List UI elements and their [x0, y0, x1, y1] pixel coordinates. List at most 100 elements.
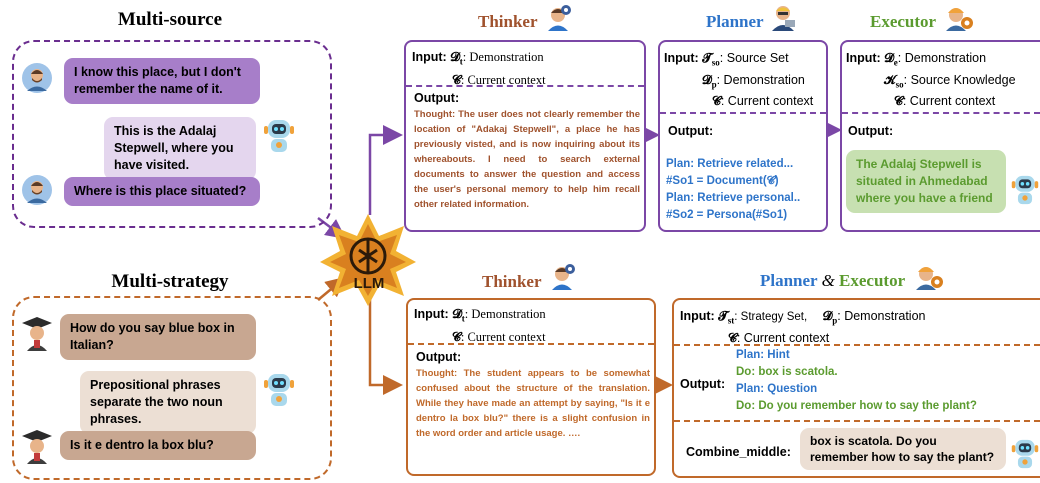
- bottom-thinker-box: [406, 298, 656, 476]
- bottom-pe-input: Input: 𝓣st: Strategy Set, 𝓓p: Demonstrat…: [680, 308, 1036, 347]
- user-avatar-icon: [22, 175, 52, 205]
- pe-plan-1: Plan: Hint: [736, 349, 790, 361]
- plan-line-4: #So2 = Persona(#So1): [666, 209, 788, 221]
- executor-label: Executor: [870, 12, 937, 31]
- symbol-sub: so: [711, 57, 720, 68]
- input-label: Input:: [664, 51, 699, 65]
- top-thinker-input: Input: 𝓓t: Demonstration 𝓒: Current cont…: [412, 48, 642, 89]
- output-label: Output:: [848, 124, 894, 138]
- pe-do-1: Do: box is scatola.: [736, 366, 838, 378]
- user-message-2: Where is this place situated?: [64, 177, 260, 206]
- divider: [408, 343, 654, 345]
- input-desc: : Demonstration: [716, 72, 805, 87]
- symbol: 𝓓: [884, 51, 894, 65]
- input-label: Input:: [680, 309, 715, 323]
- output-label: Output:: [680, 377, 726, 391]
- executor-label: Executor: [839, 271, 906, 290]
- symbol: 𝓣: [718, 309, 728, 323]
- student-avatar-icon: [22, 317, 52, 351]
- multi-strategy-panel: [12, 296, 332, 480]
- symbol: 𝓒: [894, 94, 903, 108]
- top-planner-header: Planner: [706, 12, 764, 32]
- arrow-llm-to-top-thinker: [368, 125, 403, 215]
- input-desc: : Demonstration: [462, 50, 544, 64]
- divider: [674, 344, 1040, 346]
- thinker-label: Thinker: [482, 272, 542, 291]
- user-message-1: I know this place, but I don't remember …: [64, 58, 260, 104]
- top-planner-input: Input: 𝓣so: Source Set 𝓓p: Demonstration…: [664, 50, 826, 110]
- top-thinker-thought: Thought: The user does not clearly remem…: [414, 109, 640, 210]
- thinker-label: Thinker: [478, 12, 538, 31]
- planner-label: Planner: [760, 271, 818, 290]
- student-message-1: How do you say blue box in Italian?: [60, 314, 256, 360]
- llm-label: LLM: [353, 275, 385, 292]
- symbol: 𝓒: [728, 330, 737, 345]
- divider: [660, 112, 826, 114]
- divider: [674, 420, 1040, 422]
- input-desc: : Demonstration: [464, 307, 546, 321]
- symbol-sub: e: [893, 57, 898, 68]
- input-desc: : Current context: [460, 329, 546, 344]
- symbol: 𝓚: [884, 72, 896, 87]
- symbol-sub: st: [727, 315, 735, 326]
- executor-icon: [944, 3, 974, 31]
- symbol-sub: p: [711, 79, 717, 89]
- input-label: Input:: [846, 51, 881, 65]
- input-desc: : Demonstration: [897, 51, 987, 65]
- top-planner-box: [658, 40, 828, 232]
- student-message-2: Is it e dentro la box blu?: [60, 431, 256, 460]
- symbol: 𝓒: [452, 72, 461, 87]
- planner-icon: [770, 3, 796, 31]
- input-desc: : Demonstration: [837, 309, 926, 323]
- combine-message: box is scatola. Do you remember how to s…: [800, 428, 1006, 470]
- bottom-thinker-input: Input: 𝓓t: Demonstration 𝓒: Current cont…: [414, 305, 650, 346]
- divider: [406, 85, 644, 87]
- divider: [842, 112, 1040, 114]
- multi-source-panel: [12, 40, 332, 228]
- input-desc: : Current context: [902, 94, 996, 108]
- output-label: Output:: [414, 91, 460, 105]
- symbol: 𝓒: [452, 329, 461, 344]
- symbol: 𝓓: [450, 50, 460, 64]
- user-avatar-icon: [22, 63, 52, 93]
- multi-source-title: Multi-source: [117, 9, 223, 30]
- symbol: 𝓓: [452, 307, 462, 321]
- symbol-sub: t: [461, 313, 465, 324]
- input-desc: : Current context: [720, 94, 814, 108]
- pe-do-2: Do: Do you remember how to say the plant…: [736, 400, 977, 412]
- symbol: 𝓓: [702, 72, 712, 87]
- executor-icon: [914, 262, 944, 290]
- input-desc: : Source Knowledge: [903, 72, 1016, 87]
- top-thinker-header: Thinker: [478, 12, 538, 32]
- robot-icon: [1010, 436, 1040, 472]
- arrow-llm-to-bottom-thinker: [368, 296, 403, 395]
- top-executor-header: Executor: [870, 12, 936, 32]
- input-desc: : Source Set: [719, 51, 789, 65]
- ampersand: &: [821, 271, 835, 290]
- bot-message-1: This is the Adalaj Stepwell, where you h…: [104, 117, 256, 180]
- top-executor-input: Input: 𝓓e: Demonstration 𝓚so: Source Kno…: [846, 50, 1038, 110]
- robot-icon: [262, 370, 296, 410]
- plan-line-2: #So1 = Document(𝓒): [666, 175, 779, 187]
- tutor-message-1: Prepositional phrases separate the two n…: [80, 371, 256, 434]
- llm-badge: [318, 212, 418, 308]
- multi-strategy-title: Multi-strategy: [111, 271, 229, 292]
- output-label: Output:: [668, 124, 714, 138]
- student-avatar-icon: [22, 430, 52, 464]
- plan-line-1: Plan: Retrieve related...: [666, 158, 794, 170]
- pe-plan-2: Plan: Question: [736, 383, 818, 395]
- output-label: Output:: [416, 350, 462, 364]
- combine-label: Combine_middle:: [686, 445, 791, 459]
- symbol: 𝓒: [712, 94, 721, 108]
- bottom-thinker-header: Thinker: [482, 272, 542, 292]
- symbol-sub: p: [832, 315, 838, 326]
- robot-icon: [262, 116, 296, 156]
- executor-answer: The Adalaj Stepwell is situated in Ahmed…: [846, 150, 1006, 213]
- bottom-thinker-thought: Thought: The student appears to be somew…: [416, 368, 650, 439]
- input-desc: : Current context: [460, 72, 546, 87]
- input-label: Input:: [412, 50, 447, 64]
- symbol-sub: so: [895, 79, 904, 89]
- symbol-sub: t: [459, 56, 463, 67]
- symbol: 𝓣: [702, 51, 712, 65]
- bottom-pe-header: Planner & Executor: [760, 271, 905, 291]
